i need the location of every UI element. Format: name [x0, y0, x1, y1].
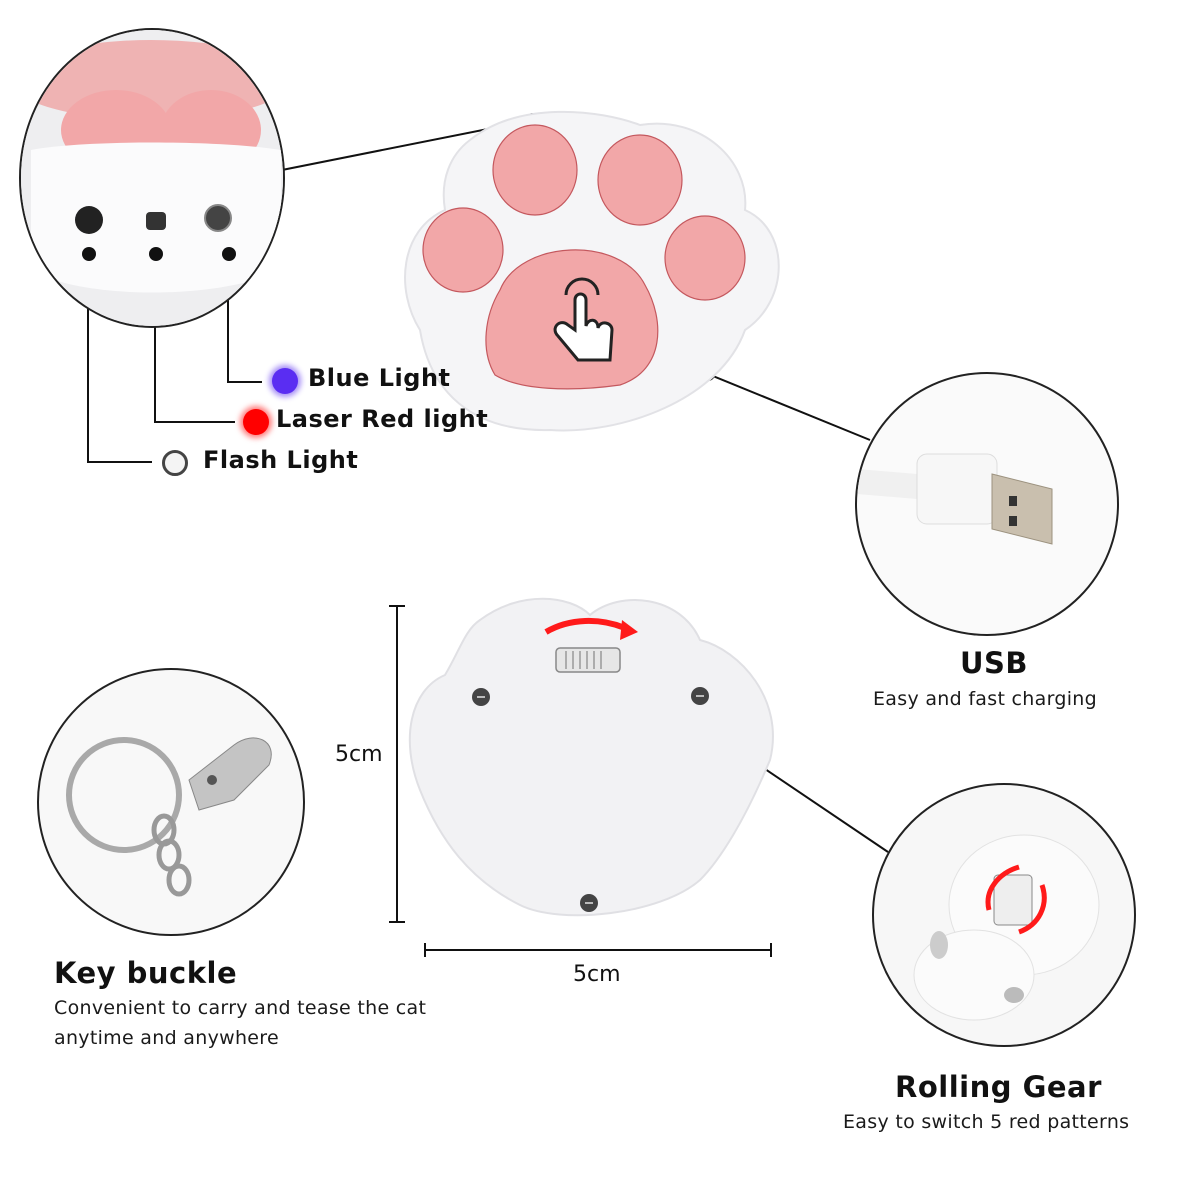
paw-front-view	[404, 110, 780, 432]
laser-red-light-label: Laser Red light	[276, 405, 489, 433]
width-dimension: 5cm	[573, 962, 621, 987]
front-lights-closeup	[19, 28, 285, 328]
usb-title: USB	[960, 646, 1029, 680]
usb-closeup	[855, 372, 1119, 636]
flash-light-indicator-icon	[162, 450, 188, 476]
rolling-gear-description: Easy to switch 5 red patterns	[843, 1111, 1130, 1133]
rolling-gear-closeup	[872, 783, 1136, 1047]
key-buckle-description-line2: anytime and anywhere	[54, 1027, 279, 1049]
key-buckle-description-line1: Convenient to carry and tease the cat	[54, 997, 427, 1019]
blue-light-label: Blue Light	[308, 364, 451, 392]
key-buckle-title: Key buckle	[54, 956, 238, 990]
paw-back-view	[408, 597, 774, 917]
blue-light-indicator-icon	[272, 368, 298, 394]
touch-hand-icon	[553, 277, 614, 362]
laser-red-light-indicator-icon	[243, 409, 269, 435]
flash-light-label: Flash Light	[203, 446, 359, 474]
rolling-gear-title: Rolling Gear	[895, 1070, 1102, 1104]
usb-description: Easy and fast charging	[873, 688, 1097, 710]
height-dimension: 5cm	[335, 742, 383, 767]
key-buckle-closeup	[37, 668, 305, 936]
